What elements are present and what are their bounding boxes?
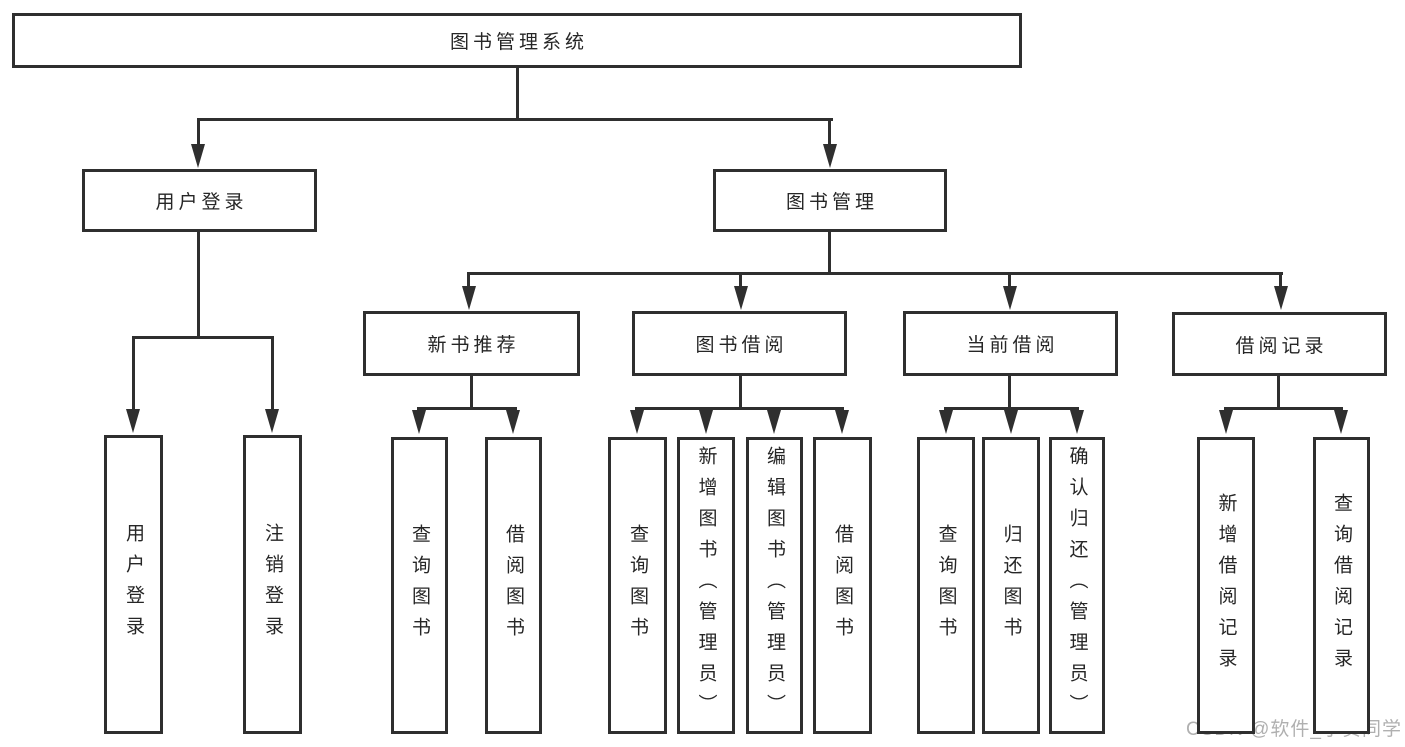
node-borrowing-records: 借阅记录 bbox=[1172, 312, 1387, 376]
arrowhead-down-icon bbox=[734, 286, 748, 310]
connector-line bbox=[417, 407, 517, 410]
arrowhead-down-icon bbox=[412, 410, 426, 434]
arrowhead-down-icon bbox=[767, 410, 781, 434]
node-add-borrow-record: 新增借阅记录 bbox=[1197, 437, 1255, 734]
connector-line bbox=[944, 407, 1079, 410]
arrowhead-down-icon bbox=[126, 409, 140, 433]
node-borrowing-borrow-books: 借阅图书 bbox=[813, 437, 872, 734]
node-label: 借阅图书 bbox=[503, 523, 524, 648]
connector-line bbox=[739, 376, 742, 407]
connector-line bbox=[197, 118, 833, 121]
node-label: 确认归还（管理员） bbox=[1066, 446, 1088, 725]
node-edit-books-admin: 编辑图书（管理员） bbox=[746, 437, 803, 734]
arrowhead-down-icon bbox=[699, 410, 713, 434]
connector-line bbox=[271, 339, 274, 412]
arrowhead-down-icon bbox=[835, 410, 849, 434]
node-label: 注销登录 bbox=[262, 522, 283, 647]
node-label: 编辑图书（管理员） bbox=[764, 446, 785, 725]
node-label: 新书推荐 bbox=[427, 335, 520, 356]
arrowhead-down-icon bbox=[1070, 410, 1084, 434]
node-confirm-return-admin: 确认归还（管理员） bbox=[1049, 437, 1105, 734]
node-current-query-books: 查询图书 bbox=[917, 437, 975, 734]
arrowhead-down-icon bbox=[939, 410, 953, 434]
node-label: 图书管理 bbox=[785, 192, 878, 213]
node-label: 用户登录 bbox=[123, 522, 144, 647]
arrowhead-down-icon bbox=[265, 409, 279, 433]
node-label: 查询图书 bbox=[627, 523, 648, 648]
arrowhead-down-icon bbox=[191, 144, 205, 168]
connector-line bbox=[516, 68, 519, 118]
node-label: 用户登录 bbox=[155, 192, 248, 213]
connector-line bbox=[132, 339, 135, 412]
arrowhead-down-icon bbox=[1219, 410, 1233, 434]
node-library-system: 图书管理系统 bbox=[12, 13, 1022, 68]
connector-line bbox=[635, 407, 844, 410]
node-label: 查询图书 bbox=[409, 523, 430, 648]
node-new-book-recommend: 新书推荐 bbox=[363, 311, 580, 376]
connector-line bbox=[739, 275, 742, 289]
node-label: 归还图书 bbox=[1000, 523, 1022, 648]
connector-line bbox=[470, 376, 473, 407]
connector-line bbox=[1277, 376, 1280, 407]
connector-line bbox=[1279, 275, 1282, 289]
arrowhead-down-icon bbox=[1004, 410, 1018, 434]
node-logout: 注销登录 bbox=[243, 435, 302, 734]
connector-line bbox=[132, 336, 274, 339]
connector-line bbox=[828, 232, 831, 272]
arrowhead-down-icon bbox=[506, 410, 520, 434]
node-label: 新增借阅记录 bbox=[1215, 492, 1237, 679]
node-login: 用户登录 bbox=[104, 435, 163, 734]
node-label: 图书借阅 bbox=[695, 335, 788, 356]
arrowhead-down-icon bbox=[1334, 410, 1348, 434]
node-borrowing-query-books: 查询图书 bbox=[608, 437, 667, 734]
node-label: 查询借阅记录 bbox=[1331, 492, 1352, 679]
connector-line bbox=[1224, 407, 1343, 410]
node-label: 借阅记录 bbox=[1235, 335, 1328, 357]
connector-line bbox=[467, 275, 470, 289]
node-recommend-borrow-books: 借阅图书 bbox=[485, 437, 542, 734]
node-book-borrowing: 图书借阅 bbox=[632, 311, 847, 376]
connector-line bbox=[197, 121, 200, 148]
arrowhead-down-icon bbox=[630, 410, 644, 434]
node-label: 当前借阅 bbox=[966, 335, 1059, 356]
node-book-management: 图书管理 bbox=[713, 169, 947, 232]
arrowhead-down-icon bbox=[462, 286, 476, 310]
arrowhead-down-icon bbox=[1274, 286, 1288, 310]
connector-line bbox=[1008, 376, 1011, 407]
node-label: 图书管理系统 bbox=[449, 32, 588, 53]
node-label: 借阅图书 bbox=[832, 523, 853, 648]
connector-line bbox=[1008, 275, 1011, 289]
connector-line bbox=[467, 272, 1283, 275]
connector-line bbox=[197, 232, 200, 336]
node-user-login: 用户登录 bbox=[82, 169, 317, 232]
node-label: 新增图书（管理员） bbox=[695, 446, 717, 725]
arrowhead-down-icon bbox=[1003, 286, 1017, 310]
node-add-books-admin: 新增图书（管理员） bbox=[677, 437, 735, 734]
node-query-borrow-record: 查询借阅记录 bbox=[1313, 437, 1370, 734]
node-label: 查询图书 bbox=[935, 523, 957, 648]
node-return-books: 归还图书 bbox=[982, 437, 1040, 734]
connector-line bbox=[828, 121, 831, 148]
node-current-borrowing: 当前借阅 bbox=[903, 311, 1118, 376]
arrowhead-down-icon bbox=[823, 144, 837, 168]
node-recommend-query-books: 查询图书 bbox=[391, 437, 448, 734]
